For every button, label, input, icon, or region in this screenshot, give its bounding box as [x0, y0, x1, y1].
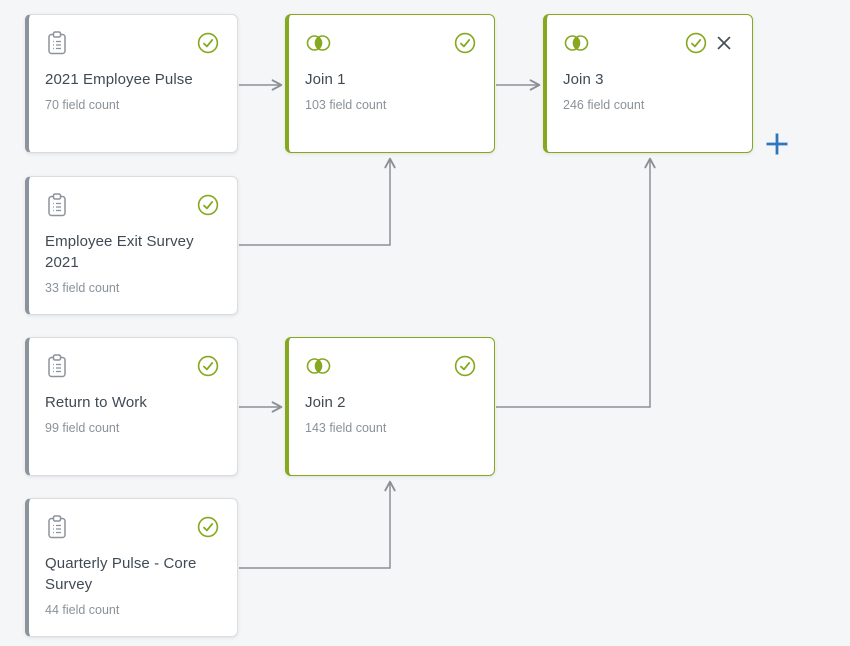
check-circle-icon	[454, 355, 476, 377]
node-title: Quarterly Pulse - Core Survey	[45, 555, 197, 593]
node-header	[305, 30, 476, 56]
node-source-2021-employee-pulse[interactable]: 2021 Employee Pulse 70 field count	[25, 14, 238, 153]
node-title: Return to Work	[45, 394, 147, 411]
node-join-1[interactable]: Join 1 103 field count	[285, 14, 495, 153]
connector-source4-to-join2	[239, 480, 396, 569]
node-header	[305, 353, 476, 379]
node-field-count: 33 field count	[45, 281, 120, 295]
node-source-return-to-work[interactable]: Return to Work 99 field count	[25, 337, 238, 476]
node-title: Join 1	[305, 71, 346, 88]
node-field-count: 143 field count	[305, 421, 387, 435]
close-icon	[715, 34, 733, 52]
remove-join-button[interactable]	[714, 33, 734, 53]
join-venn-icon	[563, 34, 590, 52]
node-join-2[interactable]: Join 2 143 field count	[285, 337, 495, 476]
add-join-button[interactable]	[763, 130, 791, 158]
check-circle-icon	[197, 32, 219, 54]
join-venn-icon	[305, 34, 332, 52]
node-source-employee-exit-survey-2021[interactable]: Employee Exit Survey 2021 33 field count	[25, 176, 238, 315]
node-title: Join 3	[563, 71, 604, 88]
clipboard-icon	[45, 353, 69, 379]
node-header	[563, 30, 734, 56]
node-join-3[interactable]: Join 3 246 field count	[543, 14, 753, 153]
clipboard-icon	[45, 30, 69, 56]
node-title: Employee Exit Survey 2021	[45, 233, 194, 271]
check-circle-icon	[454, 32, 476, 54]
node-field-count: 44 field count	[45, 603, 120, 617]
node-title: 2021 Employee Pulse	[45, 71, 193, 88]
connector-join2-to-join3	[496, 157, 656, 408]
node-header	[45, 353, 219, 379]
node-title: Join 2	[305, 394, 346, 411]
connector-source2-to-join1	[239, 157, 396, 246]
join-venn-icon	[305, 357, 332, 375]
check-circle-icon	[197, 355, 219, 377]
node-header	[45, 30, 219, 56]
node-field-count: 99 field count	[45, 421, 120, 435]
node-header	[45, 192, 219, 218]
check-circle-icon	[685, 32, 707, 54]
node-header	[45, 514, 219, 540]
node-field-count: 103 field count	[305, 98, 387, 112]
check-circle-icon	[197, 516, 219, 538]
plus-icon	[764, 131, 790, 157]
clipboard-icon	[45, 514, 69, 540]
node-field-count: 246 field count	[563, 98, 645, 112]
node-source-quarterly-pulse-core-survey[interactable]: Quarterly Pulse - Core Survey 44 field c…	[25, 498, 238, 637]
check-circle-icon	[197, 194, 219, 216]
clipboard-icon	[45, 192, 69, 218]
node-field-count: 70 field count	[45, 98, 120, 112]
